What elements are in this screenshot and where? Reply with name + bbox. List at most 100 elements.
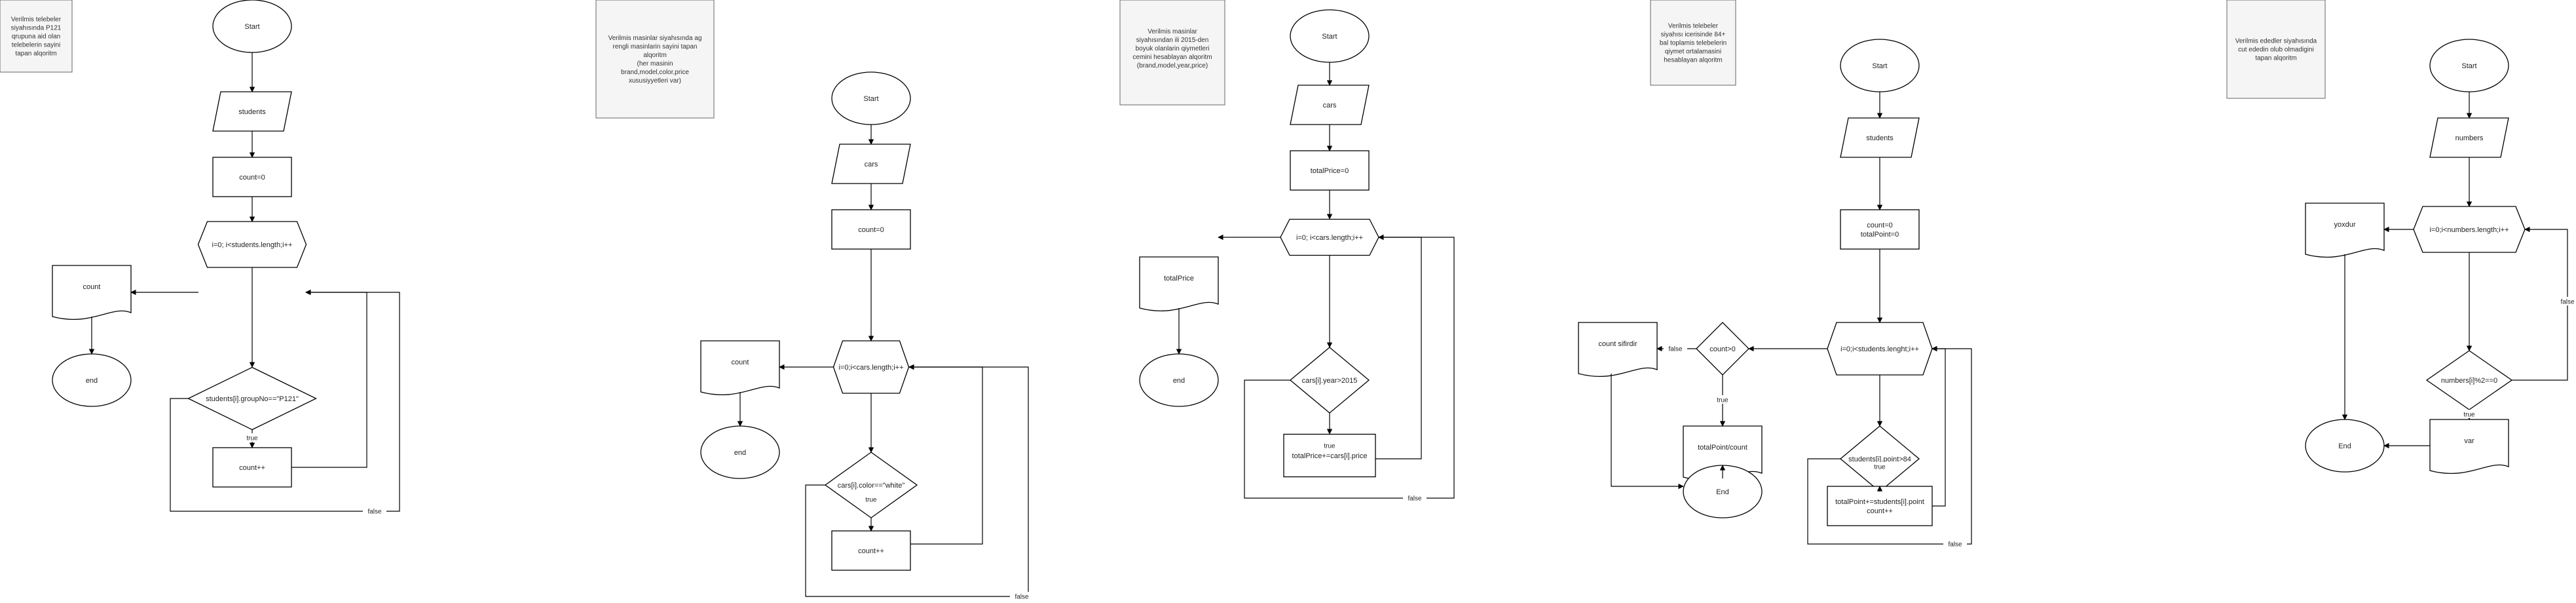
d4-cond-label: students[i].point>84: [1848, 456, 1911, 463]
d3-input-label: cars: [1323, 102, 1337, 109]
d4-loop-label: i=0;i<students.lenght;i++: [1840, 345, 1919, 353]
d1-init-label: count=0: [239, 174, 265, 182]
d4-e11: [1611, 374, 1684, 490]
d2-action-label: count++: [858, 547, 884, 555]
d1-end-label: end: [86, 377, 98, 385]
d2-true-bg: [861, 495, 881, 503]
d2-false-bg: [1010, 592, 1034, 600]
d2-e9: [805, 364, 1029, 597]
d4-avg-label: totalPoint/count: [1698, 444, 1747, 452]
d5-yes-label: var: [2464, 437, 2474, 445]
d2-init[interactable]: [831, 209, 911, 250]
d3-init[interactable]: [1290, 150, 1370, 191]
d2-true: true: [865, 497, 877, 504]
d2-output[interactable]: [700, 340, 780, 395]
d4-e6: [1932, 345, 1946, 507]
d1-input[interactable]: [212, 91, 292, 132]
d1-true-bg: [242, 433, 262, 442]
d5-loop-label: i=0;i<numbers.length;i++: [2429, 226, 2509, 234]
d2-cond-label: cars[i].color=="white": [838, 482, 905, 490]
d3-e6: [1375, 234, 1422, 459]
d4-false: false: [1948, 541, 1962, 549]
d2-false: false: [1015, 594, 1029, 601]
d4-true2-bg: [1713, 395, 1732, 404]
d2-loop-label: i=0;i<cars.length;i++: [838, 364, 903, 372]
d3-true-bg: [1320, 441, 1339, 450]
d5-true-bg: [2459, 410, 2479, 418]
d4-false-bg: [1943, 539, 1967, 548]
d4-zero-label: count sifirdir: [1598, 340, 1637, 348]
d4-e12: [1807, 345, 1972, 545]
d4-false2: false: [1668, 346, 1683, 353]
d2-action[interactable]: [831, 530, 911, 571]
d3-init-label: totalPrice=0: [1311, 167, 1349, 175]
d3-input[interactable]: [1290, 85, 1370, 125]
d4-check-label: count>0: [1709, 345, 1735, 353]
d3-true: true: [1324, 443, 1335, 450]
d4-end-label: End: [1716, 488, 1729, 496]
d2-output-label: count: [732, 359, 749, 366]
d1-false: false: [367, 509, 382, 516]
d2-input[interactable]: [831, 144, 911, 184]
d1-action-label: count++: [239, 464, 265, 472]
d3-start-label: Start: [1322, 33, 1337, 41]
d2-input-label: cars: [865, 161, 878, 168]
d4-true: true: [1874, 464, 1886, 471]
d3-action-label: totalPrice+=cars[i].price: [1292, 452, 1368, 460]
d1-action[interactable]: [212, 447, 292, 488]
d1-note: [0, 0, 73, 73]
d3-false: false: [1408, 496, 1422, 503]
d2-init-label: count=0: [858, 226, 884, 234]
d4-zero[interactable]: [1578, 322, 1658, 377]
d3-false-bg: [1403, 494, 1427, 502]
d5-start-label: Start: [2461, 62, 2476, 70]
d5-note: [2226, 0, 2326, 99]
d3-cond-label: cars[i].year>2015: [1302, 377, 1358, 385]
d1-true: true: [246, 435, 258, 442]
d4-action[interactable]: [1827, 486, 1933, 526]
d4-true-bg: [1870, 462, 1890, 471]
d3-end-label: end: [1173, 377, 1185, 385]
d1-start-label: Start: [244, 23, 259, 31]
d1-init[interactable]: [212, 157, 292, 197]
d1-cond-label: students[i].groupNo=="P121": [206, 395, 299, 403]
d1-output[interactable]: [52, 265, 132, 320]
d3-note: [1119, 0, 1225, 106]
d1-input-label: students: [238, 108, 266, 116]
d1-output-label: count: [83, 283, 101, 291]
d3-output-label: totalPrice: [1164, 275, 1194, 282]
d5-false: false: [2560, 299, 2575, 306]
d2-end-label: end: [734, 449, 746, 457]
d2-loop[interactable]: [832, 340, 910, 394]
d1-e9: [170, 289, 400, 512]
d5-true: true: [2463, 412, 2475, 419]
d4-true2: true: [1717, 397, 1728, 404]
d2-e6: [908, 364, 983, 545]
d5-input[interactable]: [2429, 117, 2509, 158]
d4-input[interactable]: [1840, 117, 1920, 158]
d5-cond-label: numbers[i]%2==0: [2441, 377, 2497, 385]
d1-loop-label: i=0; i<students.length;i++: [212, 241, 293, 249]
d1-e6: [291, 289, 367, 468]
d5-no-label: yoxdur: [2334, 221, 2355, 229]
d3-e9: [1244, 234, 1455, 499]
d5-no[interactable]: [2305, 203, 2385, 258]
d3-output[interactable]: [1139, 256, 1219, 311]
d2-start-label: Start: [863, 95, 878, 103]
d5-input-label: numbers: [2455, 134, 2484, 142]
d4-init[interactable]: [1840, 209, 1920, 250]
d5-yes[interactable]: [2429, 419, 2509, 474]
d5-end-label: End: [2338, 442, 2351, 450]
d1-loop[interactable]: [197, 221, 307, 268]
d3-loop-label: i=0; i<cars.length;i++: [1296, 234, 1363, 242]
d4-note: [1650, 0, 1736, 86]
d5-false-bg: [2556, 297, 2576, 305]
d1-false-bg: [363, 507, 386, 515]
